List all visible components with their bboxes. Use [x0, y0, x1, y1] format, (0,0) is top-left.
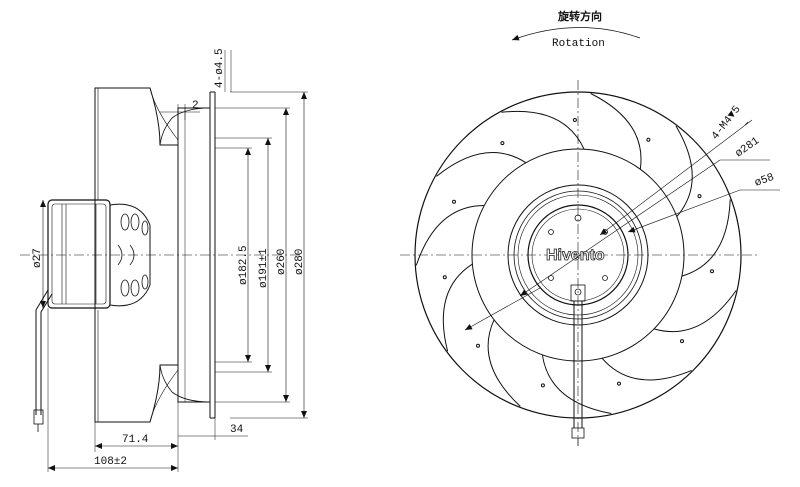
blade	[675, 125, 693, 217]
blade-rivet	[500, 141, 505, 146]
blade	[681, 199, 731, 277]
blade-rivet	[452, 199, 456, 204]
hub	[527, 204, 629, 306]
dim-34: 34	[230, 424, 244, 436]
blade	[415, 205, 485, 266]
dim-d27: ø27	[32, 248, 44, 268]
dim-hole: 4-ø4.5	[214, 48, 226, 88]
dim-d58: ø58	[753, 172, 776, 190]
dim-714: 71.4	[122, 434, 149, 446]
blade	[442, 263, 473, 352]
dim-d280: ø280	[294, 249, 306, 275]
blade-rivet	[540, 383, 545, 388]
front-view	[400, 27, 780, 446]
dim-108: 108±2	[94, 456, 127, 468]
dim-d1825: ø182.5	[238, 245, 250, 285]
blade	[487, 319, 521, 407]
blade-rivet	[680, 339, 684, 344]
rotation-arrow	[511, 27, 641, 41]
blade	[601, 357, 692, 381]
dim-thread: 4-M4▼5	[710, 104, 744, 143]
brand-logo: Hivento	[546, 247, 605, 264]
blade	[541, 354, 612, 414]
blades	[415, 93, 737, 414]
blade-rivet	[617, 381, 621, 386]
outer-rim	[414, 91, 742, 419]
blade-rivet	[646, 137, 651, 142]
blade-rivet	[697, 194, 702, 199]
blade	[501, 110, 585, 150]
dim-d191: ø191±1	[258, 248, 270, 288]
blade	[436, 152, 527, 177]
blade-rivet	[572, 118, 577, 122]
blade	[590, 93, 642, 170]
blade-rivet	[710, 269, 714, 274]
rotation-label-cn: 旋转方向	[557, 9, 602, 23]
cable	[35, 289, 49, 415]
rotation-label-en: Rotation	[552, 38, 605, 50]
side-view	[20, 50, 308, 472]
dim-gap: 2	[192, 100, 199, 112]
dim-d281: ø281	[733, 135, 762, 160]
motor-housing	[47, 199, 111, 309]
dim-d260: ø260	[276, 249, 288, 275]
blade-rivet	[476, 343, 480, 348]
blade-rivet	[442, 275, 447, 280]
blade	[653, 290, 737, 333]
